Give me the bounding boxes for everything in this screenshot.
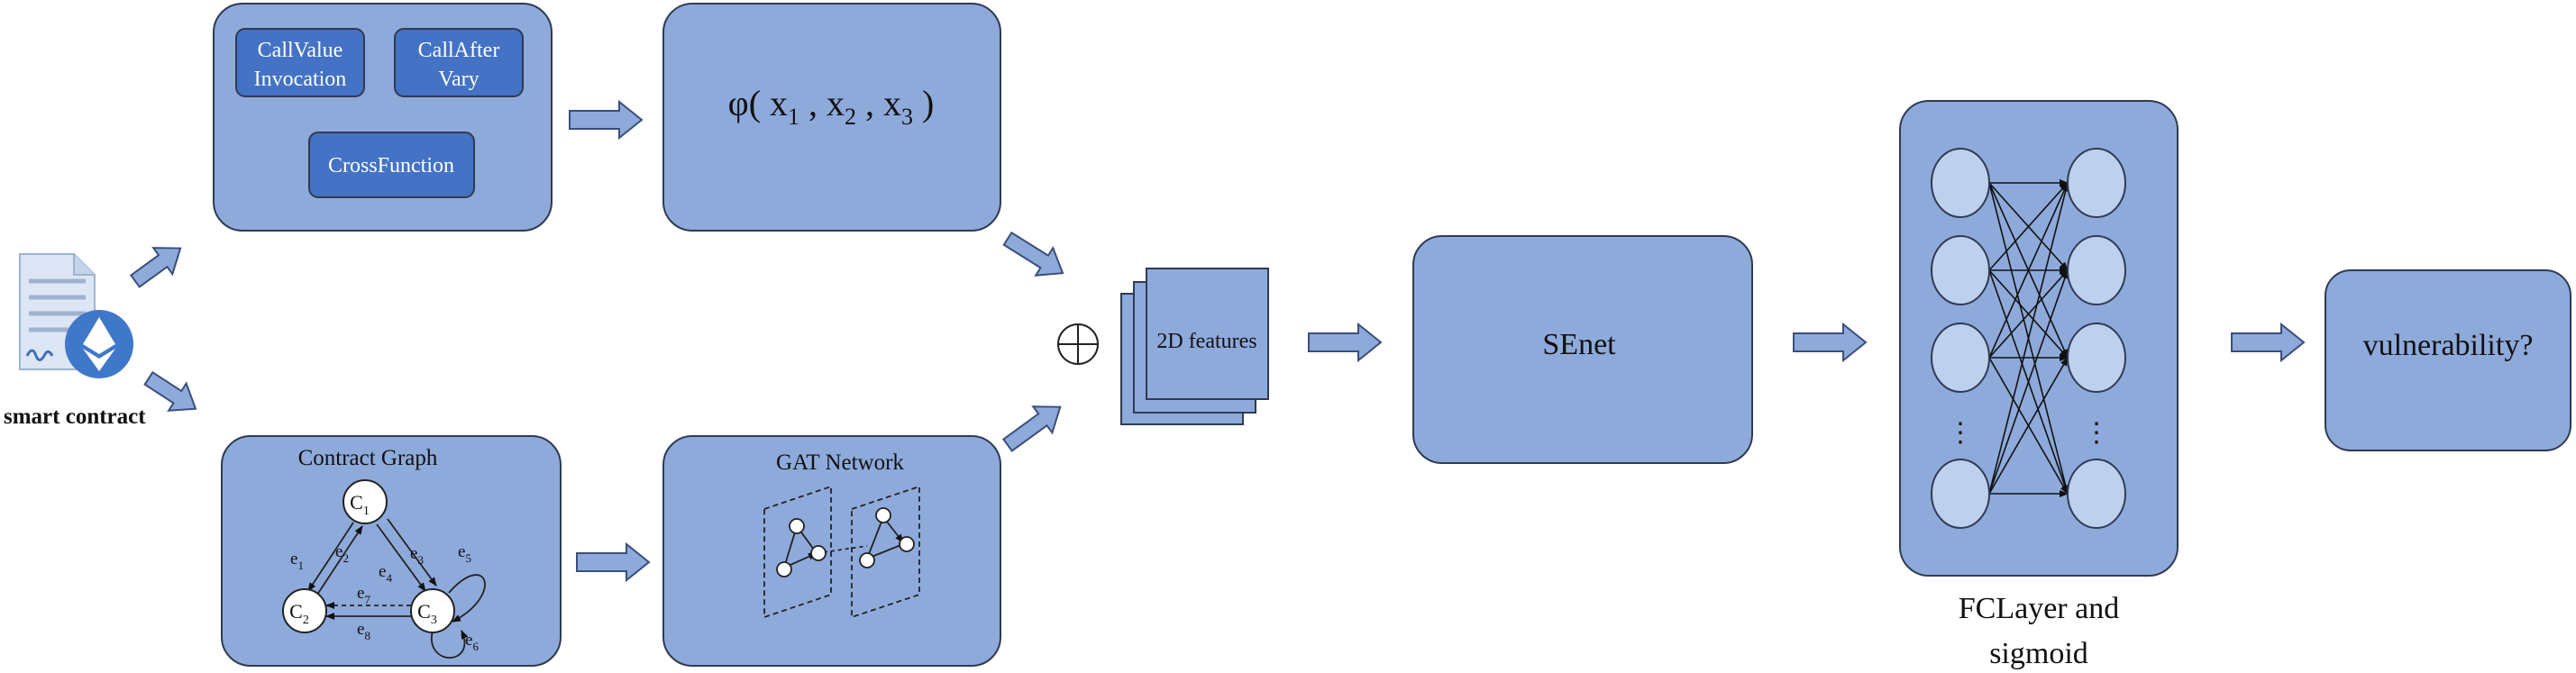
- chip3-label: CrossFunction: [328, 154, 454, 177]
- edge-label-e7: e7: [357, 584, 370, 606]
- arrow-features-to-senet: [1308, 322, 1383, 363]
- fc-input-nodes: [1931, 148, 1990, 529]
- contract-graph-box: Contract Graph e1 e2 e3 e4 e5 e6 e7 e8 C…: [221, 435, 562, 667]
- node-label-c1: C1: [350, 491, 370, 518]
- fc-input-ellipsis: ⋮: [1947, 418, 1974, 448]
- edge-label-e2: e2: [335, 542, 349, 565]
- gat-network-title: GAT Network: [776, 450, 904, 475]
- edge-label-e5: e5: [458, 542, 471, 565]
- arrow-graph-to-gat: [576, 541, 651, 583]
- edge-e3: [376, 523, 426, 592]
- senet-box: SEnet: [1412, 235, 1753, 464]
- fc-connections: [1988, 179, 2069, 497]
- edge-e6: [430, 630, 469, 659]
- fc-caption-line2: sigmoid: [1989, 637, 2088, 670]
- edge-label-e4: e4: [379, 562, 392, 585]
- fc-caption-line1: FCLayer and: [1959, 592, 2119, 625]
- fc-output-ellipsis: ⋮: [2083, 418, 2110, 448]
- edge-e5: [448, 574, 486, 623]
- 2d-features-stack: 2D features: [1120, 268, 1269, 425]
- arrow-phi-to-concat: [1002, 231, 1064, 277]
- edge-e1: [307, 522, 354, 592]
- chip2-line2: Vary: [438, 68, 479, 91]
- arrow-to-patterns: [129, 247, 182, 288]
- chip2-line1: CallAfter: [418, 39, 500, 62]
- gat-layer-plane-2: [851, 485, 920, 619]
- document-ethereum-icon: [19, 253, 133, 378]
- node-label-c2: C2: [289, 600, 309, 627]
- fc-connection: [1988, 357, 2069, 495]
- contract-graph-title: Contract Graph: [298, 446, 438, 470]
- output-label: vulnerability?: [2363, 329, 2534, 362]
- node-label-c3: C3: [417, 600, 437, 627]
- chip1-line2: Invocation: [254, 68, 347, 91]
- graph-node-c2: [282, 588, 327, 633]
- edge-e4: [387, 518, 437, 587]
- gat-layer-plane-1: [763, 485, 832, 619]
- arrow-patterns-to-phi: [569, 99, 644, 141]
- fc-connection: [1988, 182, 2069, 495]
- graph-node-c3: [410, 588, 455, 633]
- edge-label-e1: e1: [290, 550, 304, 572]
- edge-label-e6: e6: [465, 631, 479, 653]
- arrow-gat-to-concat: [1001, 405, 1062, 452]
- chip-callafter-vary: [394, 28, 524, 97]
- chip-callvalue-invocation: [235, 28, 365, 97]
- edge-label-e3: e3: [410, 544, 424, 567]
- fc-connection: [1988, 182, 2069, 359]
- senet-label: SEnet: [1542, 328, 1616, 361]
- phi-formula: φ( x1 , x2 , x3 ): [728, 83, 935, 130]
- fc-connection: [1988, 269, 2069, 359]
- graph-node-c1: [343, 479, 388, 524]
- fc-connection: [1988, 182, 2069, 271]
- chip1-line1: CallValue: [258, 39, 343, 62]
- arrow-to-graph: [143, 370, 197, 412]
- arrow-senet-to-fc: [1793, 322, 1868, 363]
- edge-label-e8: e8: [357, 620, 370, 642]
- chip-crossfunction: [308, 132, 475, 198]
- edge-e2: [316, 525, 363, 596]
- smart-contract-label: smart contract: [4, 405, 146, 429]
- gat-network-box: GAT Network: [662, 435, 1001, 667]
- fc-output-nodes: [2067, 148, 2126, 529]
- fc-connection: [1988, 269, 2069, 495]
- concat-operator: [1057, 323, 1099, 365]
- 2d-features-label: 2D features: [1156, 330, 1256, 353]
- arrow-fc-to-output: [2231, 322, 2306, 363]
- output-box: vulnerability?: [2325, 269, 2571, 451]
- phi-box: φ( x1 , x2 , x3 ): [662, 3, 1001, 232]
- pattern-box: CallValue Invocation CallAfter Vary Cros…: [213, 3, 553, 232]
- fc-layer-box: ⋮ ⋮: [1899, 100, 2179, 577]
